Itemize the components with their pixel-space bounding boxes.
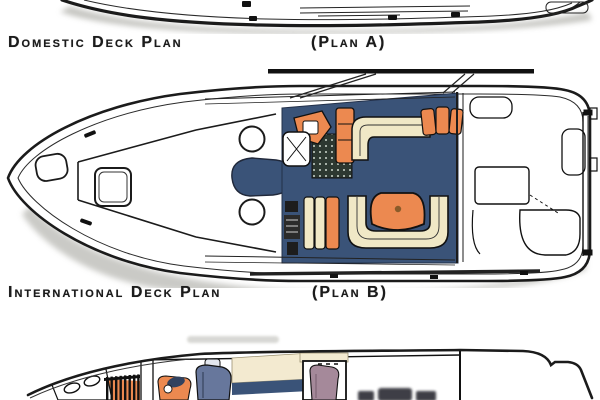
galley-sink <box>282 131 311 167</box>
salon-settee-forward <box>351 116 431 161</box>
transom-lounge <box>519 209 581 256</box>
plan-b-code: (Plan B) <box>312 284 388 301</box>
helm-seat-blue <box>195 358 232 400</box>
scan-smudge <box>187 336 279 343</box>
swim-platform <box>582 107 598 256</box>
cabin-bulkhead <box>456 92 464 263</box>
settee-cushion-line <box>359 124 428 156</box>
aft-cabin-section <box>299 352 349 400</box>
u-settee-cushion-line <box>356 197 440 240</box>
table-pedestal-dot <box>394 205 402 213</box>
galley-cabinet-shelves <box>338 123 352 141</box>
plan-a-rubrail-line <box>83 0 573 21</box>
companion-stairs <box>104 374 140 400</box>
plan-a-title: Domestic Deck Plan <box>8 34 183 51</box>
foredeck-hatch <box>94 167 132 207</box>
cockpit-step-curve <box>471 209 481 255</box>
plan-b-deck-drawing <box>6 69 598 288</box>
side-deck-steps <box>420 106 464 136</box>
profile-deck-edge-line <box>29 358 191 399</box>
foredeck-frame <box>77 113 277 253</box>
cockpit-side-bench <box>303 196 340 250</box>
aft-deck <box>469 96 598 256</box>
engine-hatch <box>474 166 530 205</box>
berth-panel <box>231 352 311 395</box>
deck-hatch-starboard <box>238 198 266 226</box>
u-settee <box>347 195 449 249</box>
brand-logo-partial <box>358 388 436 400</box>
plan-a-hull-edge <box>60 0 594 28</box>
side-deck-lines <box>204 91 541 279</box>
galley-stove <box>302 120 319 135</box>
plan-a-fittings <box>242 1 460 21</box>
bulkhead-gap <box>140 357 154 400</box>
cockpit-dinette <box>347 192 449 249</box>
plan-a-deck-lines <box>299 1 589 18</box>
transom-seat <box>469 96 513 119</box>
profile-view-drawing <box>26 336 594 400</box>
bow-cleat-top <box>84 130 96 138</box>
aft-seat-mauve <box>309 364 340 400</box>
porthole-aft <box>63 382 81 394</box>
anchor-locker <box>34 152 69 182</box>
plan-a-shadow <box>60 6 592 34</box>
plan-b-title: International Deck Plan <box>8 284 222 301</box>
bow-cleat-bottom <box>80 218 92 226</box>
radar-arch <box>268 69 534 99</box>
plan-a-code: (Plan A) <box>311 34 387 51</box>
lower-helm-console <box>284 201 300 255</box>
bow-area <box>34 113 277 253</box>
plan-a-hull-drawing <box>60 0 594 34</box>
profile-sheer-line <box>26 348 594 400</box>
cabin-chair-orange <box>157 375 192 400</box>
deck-hatch-port <box>238 125 266 153</box>
wet-bar <box>561 128 586 176</box>
